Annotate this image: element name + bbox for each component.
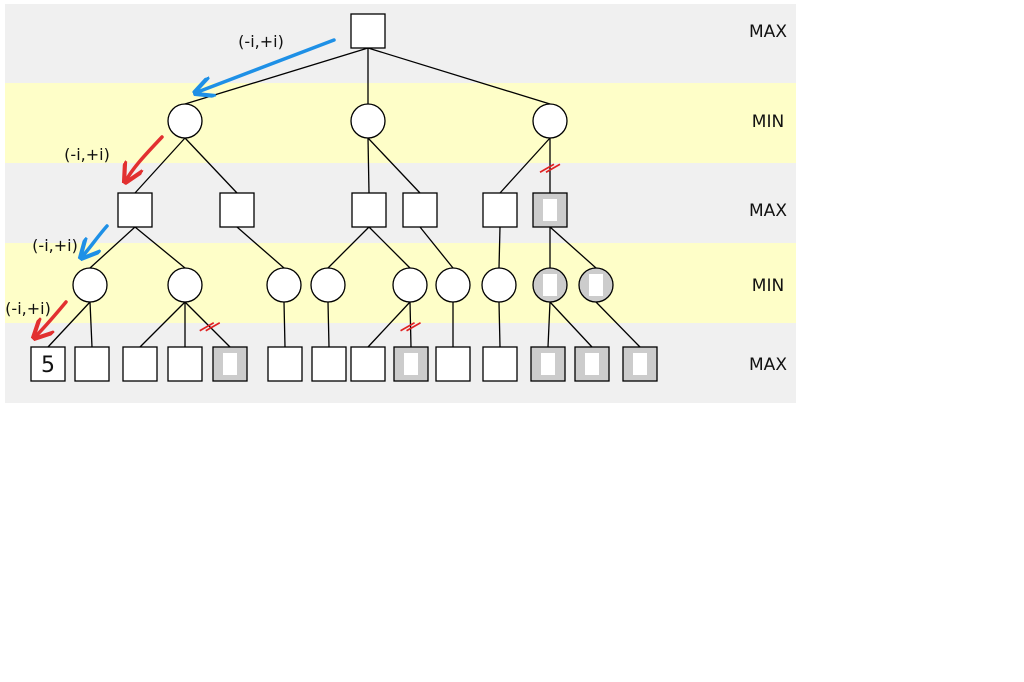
max-node-l1: 5 bbox=[30, 346, 66, 382]
window-annotation-a1: (-i,+i) bbox=[32, 224, 109, 258]
max-node-l7 bbox=[311, 346, 347, 382]
tree-edges bbox=[47, 47, 641, 348]
min-node-a1b bbox=[167, 267, 203, 303]
edge-c1 bbox=[499, 137, 551, 194]
max-node-a2 bbox=[219, 192, 255, 228]
max-node-l8 bbox=[350, 346, 386, 382]
pruned-marker bbox=[404, 353, 418, 375]
edge-l7 bbox=[327, 301, 330, 348]
cutoff-marks bbox=[199, 163, 561, 332]
min-node-a bbox=[167, 103, 203, 139]
edge-l3 bbox=[139, 301, 186, 348]
edge-b2a bbox=[419, 226, 454, 269]
edge-l1 bbox=[47, 301, 91, 348]
edge-l5 bbox=[184, 301, 231, 348]
edge-l14 bbox=[595, 301, 641, 348]
pruned-marker bbox=[633, 353, 647, 375]
max-node-l10 bbox=[435, 346, 471, 382]
edge-l13 bbox=[549, 301, 593, 348]
edge-c bbox=[367, 47, 551, 105]
level-labels: MAX MIN MAX MIN MAX bbox=[749, 22, 787, 375]
max-node-root bbox=[350, 13, 386, 49]
max-node-l13 bbox=[574, 346, 610, 382]
min-node-c2b bbox=[578, 267, 614, 303]
tree-nodes: 5 bbox=[30, 13, 658, 382]
band-level-0 bbox=[5, 4, 796, 83]
edge-c2b bbox=[549, 226, 597, 269]
window-annotation-root: (-i,+i) bbox=[195, 32, 336, 93]
window-label: (-i,+i) bbox=[32, 236, 78, 255]
min-node-b bbox=[350, 103, 386, 139]
pruned-marker bbox=[223, 353, 237, 375]
cutoff-mark bbox=[539, 163, 561, 173]
min-node-b2a bbox=[435, 267, 471, 303]
max-node-l11 bbox=[482, 346, 518, 382]
min-node-a2a bbox=[266, 267, 302, 303]
min-node-c1a bbox=[481, 267, 517, 303]
level-label-max: MAX bbox=[749, 355, 787, 375]
level-label-max: MAX bbox=[749, 201, 787, 221]
edge-b1b bbox=[368, 226, 411, 269]
edge-b1 bbox=[367, 137, 370, 194]
cutoff-mark bbox=[400, 322, 421, 332]
min-node-c2a bbox=[532, 267, 568, 303]
min-node-c bbox=[532, 103, 568, 139]
pruned-marker bbox=[585, 353, 599, 375]
window-annotation-a1a: (-i,+i) bbox=[5, 299, 68, 338]
edge-b2 bbox=[367, 137, 421, 194]
cutoff-mark bbox=[199, 322, 221, 332]
window-label: (-i,+i) bbox=[238, 32, 284, 51]
pruned-marker bbox=[543, 199, 557, 221]
red-arrow-icon bbox=[34, 300, 68, 338]
level-label-min: MIN bbox=[752, 276, 784, 296]
max-node-l14 bbox=[622, 346, 658, 382]
max-node-l9 bbox=[393, 346, 429, 382]
max-node-l3 bbox=[122, 346, 158, 382]
min-node-b1b bbox=[392, 267, 428, 303]
pruned-marker bbox=[541, 353, 555, 375]
max-node-l6 bbox=[267, 346, 303, 382]
max-node-c2 bbox=[532, 192, 568, 228]
red-arrow-icon bbox=[125, 135, 164, 182]
window-label: (-i,+i) bbox=[64, 145, 110, 164]
edge-a2a bbox=[236, 226, 285, 269]
pruned-marker bbox=[589, 274, 603, 296]
edge-a2 bbox=[184, 137, 238, 194]
edge-l11 bbox=[498, 301, 501, 348]
level-label-max: MAX bbox=[749, 22, 787, 42]
band-level-1 bbox=[5, 83, 796, 163]
max-node-b1 bbox=[351, 192, 387, 228]
window-annotation-a: (-i,+i) bbox=[64, 135, 164, 182]
max-node-l4 bbox=[167, 346, 203, 382]
blue-arrow-icon bbox=[195, 38, 336, 93]
min-node-b1a bbox=[310, 267, 346, 303]
max-node-c1 bbox=[482, 192, 518, 228]
edge-b1a bbox=[327, 226, 370, 269]
min-node-a1a bbox=[72, 267, 108, 303]
max-node-l12 bbox=[530, 346, 566, 382]
blue-arrow-icon bbox=[81, 224, 109, 258]
max-node-l2 bbox=[74, 346, 110, 382]
edge-c1a bbox=[498, 226, 501, 269]
max-node-a1 bbox=[117, 192, 153, 228]
level-label-min: MIN bbox=[752, 112, 784, 132]
pruned-marker bbox=[543, 274, 557, 296]
edge-l6 bbox=[283, 301, 286, 348]
edge-a1b bbox=[134, 226, 186, 269]
leaf-value: 5 bbox=[41, 353, 55, 378]
edge-l2 bbox=[89, 301, 93, 348]
max-node-l5 bbox=[212, 346, 248, 382]
max-node-b2 bbox=[402, 192, 438, 228]
window-label: (-i,+i) bbox=[5, 299, 51, 318]
edge-l8 bbox=[367, 301, 411, 348]
edge-l12 bbox=[547, 301, 551, 348]
search-window-annotations: (-i,+i) (-i,+i) (-i,+i) (-i,+i) bbox=[5, 32, 336, 338]
